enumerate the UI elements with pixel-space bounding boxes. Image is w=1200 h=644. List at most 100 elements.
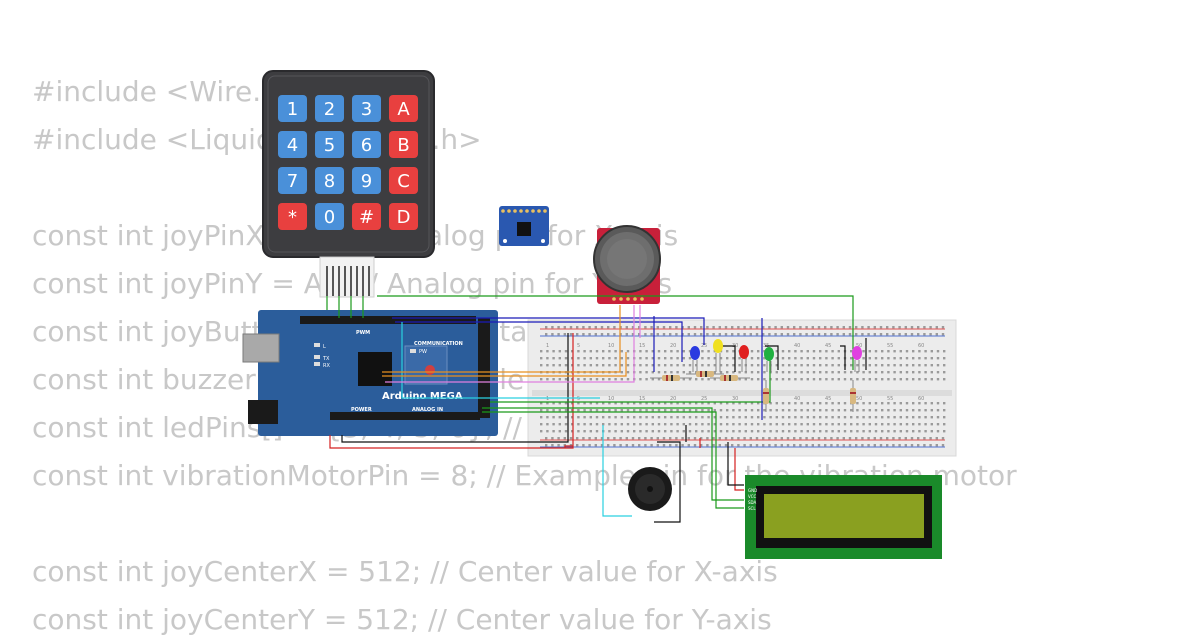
breadboard-number: 20 bbox=[670, 343, 676, 349]
accelerometer-module bbox=[499, 206, 549, 246]
breadboard-number: 30 bbox=[732, 396, 738, 402]
keypad-key[interactable]: C bbox=[389, 167, 418, 194]
keypad-key-label: 7 bbox=[287, 171, 298, 192]
circuit-diagram: 1155101015152020252530303535404045455050… bbox=[242, 70, 957, 559]
breadboard-number: 40 bbox=[794, 396, 800, 402]
breadboard-number: 1 bbox=[546, 343, 549, 349]
breadboard-number: 40 bbox=[794, 343, 800, 349]
keypad-key-label: 1 bbox=[287, 99, 298, 120]
power-jack bbox=[248, 400, 278, 424]
wire-pink bbox=[385, 305, 635, 383]
wires bbox=[326, 295, 867, 523]
led-green bbox=[764, 347, 774, 372]
keypad-key[interactable]: 5 bbox=[315, 131, 344, 158]
breadboard-number: 10 bbox=[608, 343, 614, 349]
breadboard-number: 10 bbox=[608, 396, 614, 402]
led-label-l: L bbox=[323, 344, 326, 350]
digital-header bbox=[300, 316, 476, 324]
breadboard-number: 5 bbox=[577, 396, 580, 402]
side-header bbox=[478, 318, 490, 418]
breadboard-number: 20 bbox=[670, 396, 676, 402]
breadboard: 1155101015152020252530303535404045455050… bbox=[527, 319, 957, 457]
wire-orange bbox=[382, 305, 621, 373]
joystick-module bbox=[593, 225, 661, 304]
keypad-4x4: 1 2 3 A 4 5 6 B 7 8 9 C * 0 # D bbox=[262, 70, 435, 298]
keypad-key-label: 5 bbox=[324, 135, 335, 156]
wire-blue bbox=[392, 317, 705, 345]
lcd-pin-label: GND bbox=[748, 488, 757, 493]
keypad-key-label: B bbox=[397, 135, 409, 156]
breadboard-number: 1 bbox=[546, 396, 549, 402]
breadboard-holes bbox=[540, 326, 946, 447]
breadboard-number: 15 bbox=[639, 343, 645, 349]
led-label-tx: TX bbox=[322, 356, 330, 362]
power-analog-header bbox=[330, 412, 480, 420]
led-label-pw: PW bbox=[419, 349, 427, 355]
keypad-key[interactable]: 0 bbox=[315, 203, 344, 230]
wire-gnd-black bbox=[341, 333, 569, 443]
lcd-pin-label: SCL bbox=[748, 506, 756, 511]
keypad-key-label: A bbox=[397, 99, 410, 120]
led-yellow bbox=[713, 339, 723, 372]
communication-label: COMMUNICATION bbox=[414, 341, 463, 347]
resistors bbox=[650, 371, 856, 412]
keypad-key[interactable]: 3 bbox=[352, 95, 381, 122]
breadboard-number: 50 bbox=[856, 343, 862, 349]
arduino-label: Arduino MEGA bbox=[382, 391, 463, 402]
breadboard-number: 25 bbox=[701, 396, 707, 402]
keypad-key-label: C bbox=[397, 171, 410, 192]
lcd-pin-label: VCC bbox=[748, 494, 757, 499]
breadboard-number: 55 bbox=[887, 396, 893, 402]
keypad-key[interactable]: 4 bbox=[278, 131, 307, 158]
keypad-key[interactable]: 1 bbox=[278, 95, 307, 122]
keypad-connector bbox=[319, 256, 375, 298]
keypad-key-label: # bbox=[359, 207, 374, 228]
keypad-key[interactable]: 7 bbox=[278, 167, 307, 194]
keypad-key[interactable]: D bbox=[389, 203, 418, 230]
keypad-key-label: 9 bbox=[361, 171, 372, 192]
breadboard-number: 60 bbox=[918, 396, 924, 402]
breadboard-number: 45 bbox=[825, 343, 831, 349]
keypad-key[interactable]: * bbox=[278, 203, 307, 230]
wire-5v-red bbox=[329, 333, 574, 449]
keypad-key-label: * bbox=[288, 207, 297, 228]
keypad-key-label: 2 bbox=[324, 99, 335, 120]
power-label: POWER bbox=[351, 407, 372, 413]
usb-port bbox=[242, 333, 280, 363]
keypad-key-label: 6 bbox=[361, 135, 372, 156]
keypad-key-label: 8 bbox=[324, 171, 335, 192]
breadboard-number: 5 bbox=[577, 343, 580, 349]
code-line: const int joyCenterX = 512; // Center va… bbox=[32, 555, 778, 588]
keypad-key[interactable]: 8 bbox=[315, 167, 344, 194]
buzzer bbox=[628, 467, 672, 511]
wire-green bbox=[377, 295, 854, 370]
reset-button[interactable] bbox=[425, 365, 435, 375]
breadboard-number: 15 bbox=[639, 396, 645, 402]
wire-cyan bbox=[401, 322, 600, 399]
led-red bbox=[739, 345, 749, 372]
keypad-key-label: D bbox=[397, 207, 411, 228]
keypad-key[interactable]: A bbox=[389, 95, 418, 122]
keypad-key[interactable]: 2 bbox=[315, 95, 344, 122]
led-blue bbox=[690, 346, 700, 372]
breadboard-number: 60 bbox=[918, 343, 924, 349]
led-label-rx: RX bbox=[323, 363, 330, 369]
keypad-key[interactable]: 6 bbox=[352, 131, 381, 158]
breadboard-column-numbers: 1155101015152020252530303535404045455050… bbox=[546, 343, 924, 402]
breadboard-number: 25 bbox=[701, 343, 707, 349]
keypad-key[interactable]: 9 bbox=[352, 167, 381, 194]
keypad-key[interactable]: # bbox=[352, 203, 381, 230]
keypad-key[interactable]: B bbox=[389, 131, 418, 158]
keypad-key-label: 3 bbox=[361, 99, 372, 120]
lcd-pin-label: SDA bbox=[748, 500, 757, 505]
breadboard-number: 45 bbox=[825, 396, 831, 402]
analog-in-label: ANALOG IN bbox=[412, 407, 443, 413]
arduino-mega-board: L TX RX PW PWM COMMUNICATION POWER ANALO… bbox=[242, 310, 498, 436]
keypad-key-label: 4 bbox=[287, 135, 298, 156]
pwm-label: PWM bbox=[356, 330, 370, 336]
keypad-key-label: 0 bbox=[324, 207, 335, 228]
microcontroller-chip bbox=[358, 352, 392, 386]
breadboard-number: 55 bbox=[887, 343, 893, 349]
breadboard-number: 50 bbox=[856, 396, 862, 402]
